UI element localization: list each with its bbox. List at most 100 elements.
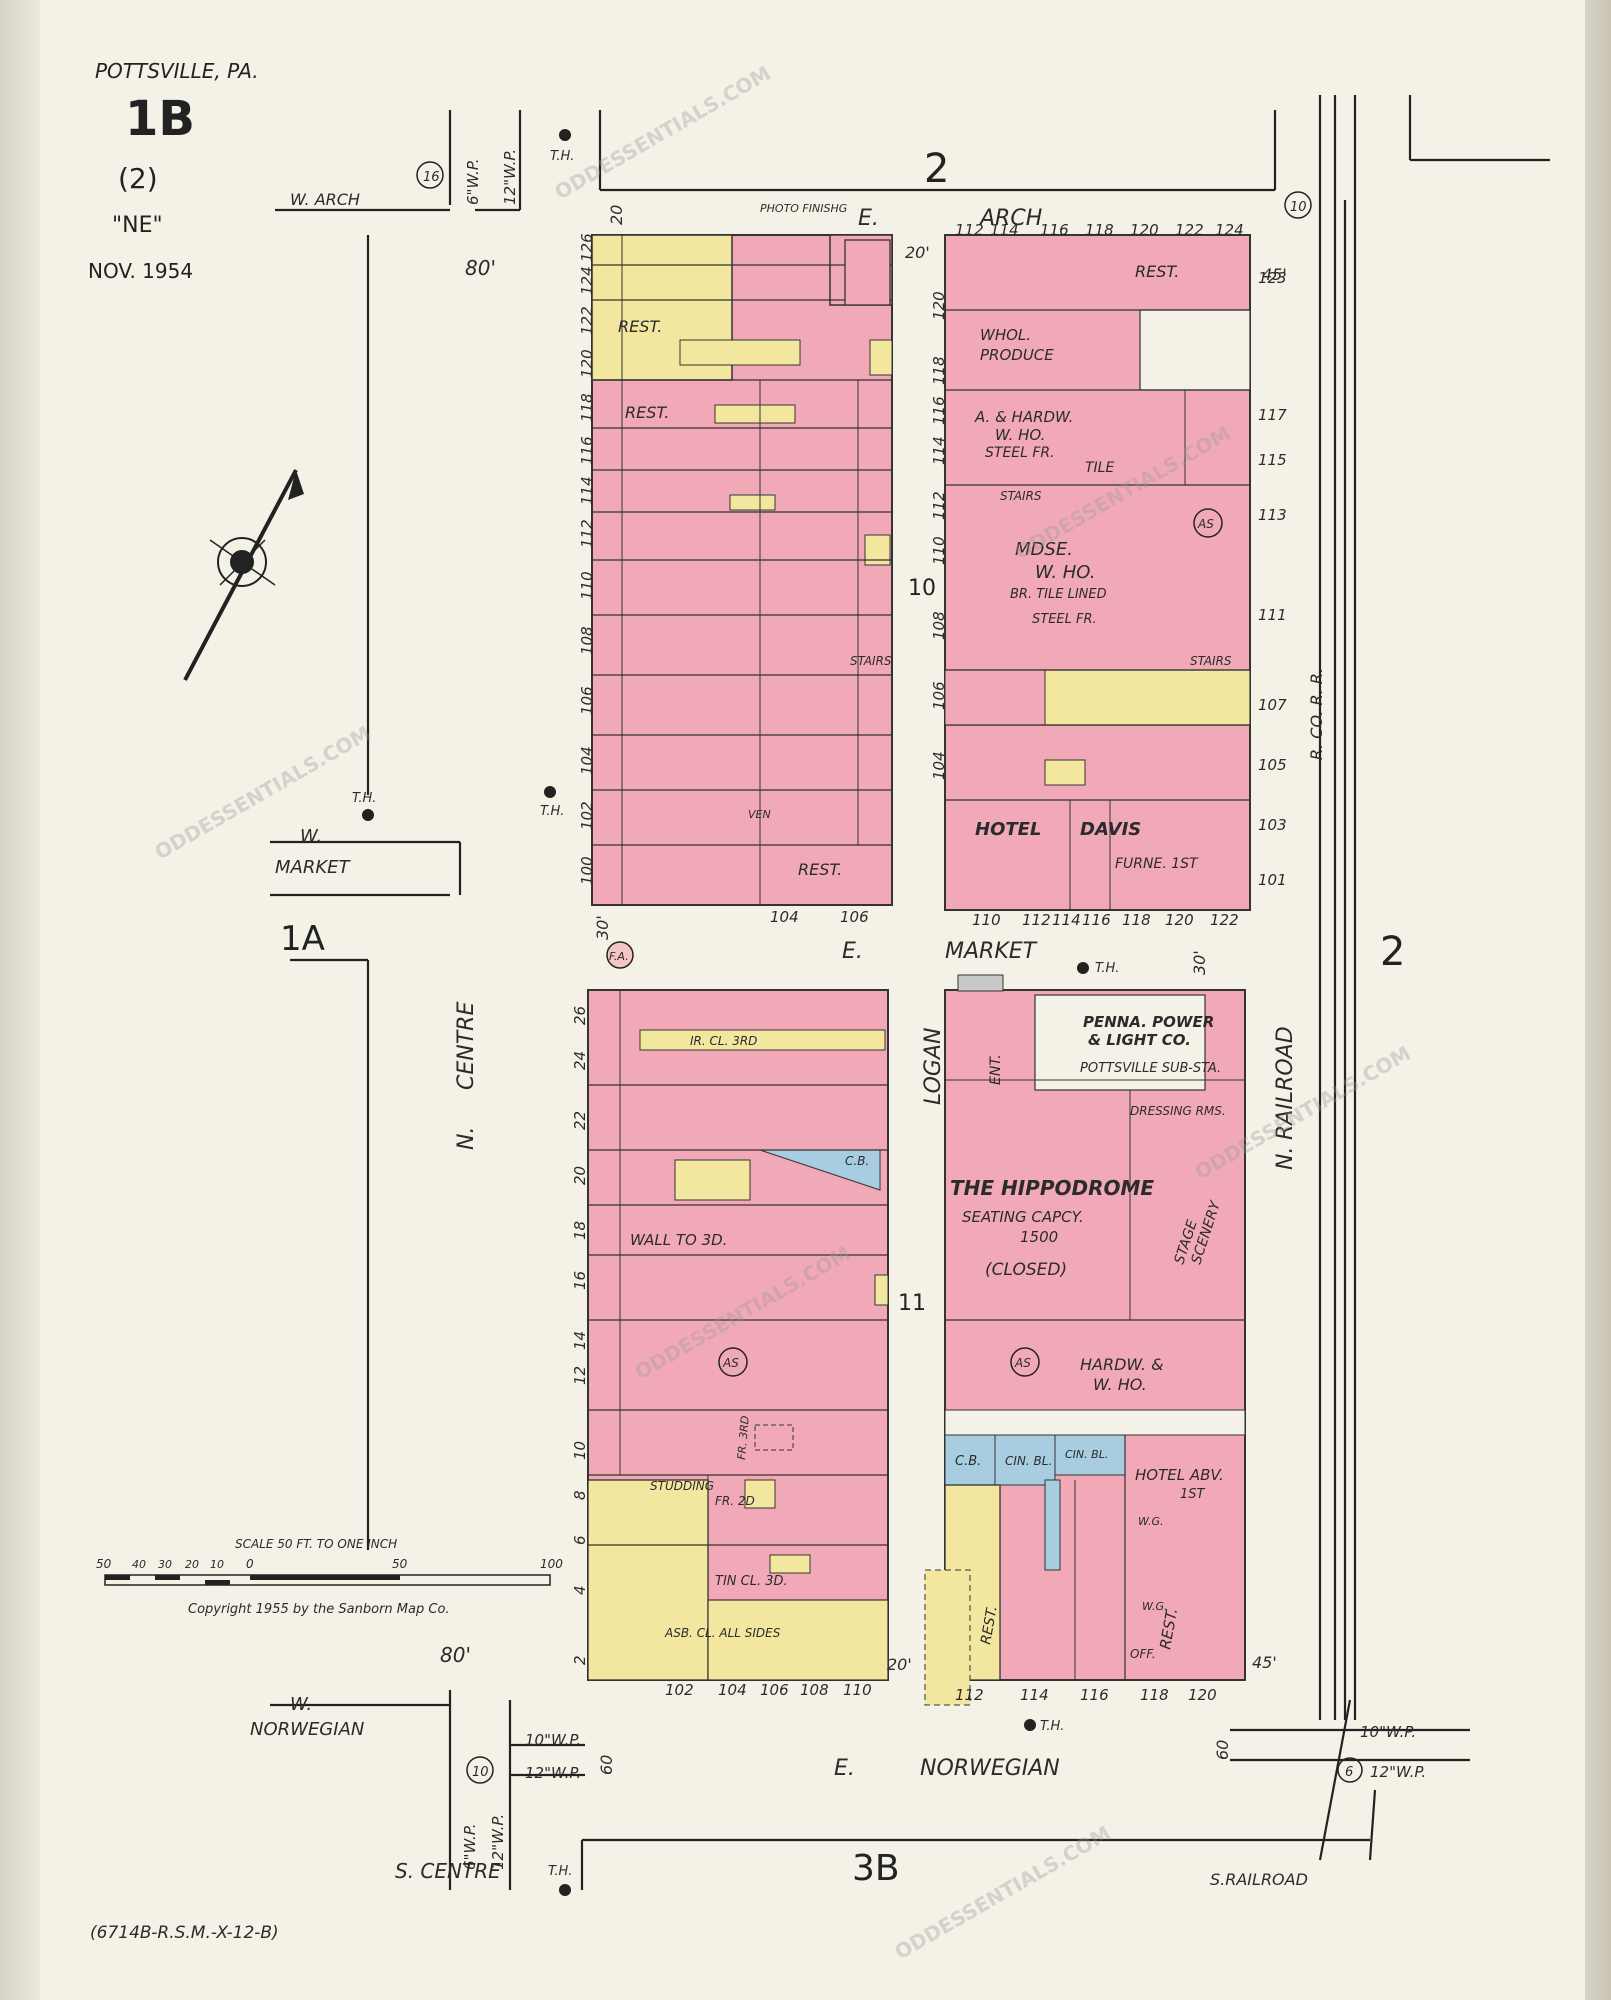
- street-lines: [270, 95, 1550, 1890]
- rr-addr-103: 103: [1258, 816, 1287, 834]
- centre-addr-22: 22: [571, 1111, 589, 1130]
- width-80-bottom: 80': [440, 1643, 471, 1667]
- centre-addr-124: 124: [578, 266, 596, 295]
- sheet-ref-bottom: 3B: [852, 1848, 900, 1889]
- hotel-davis-3: FURNE. 1ST: [1115, 856, 1199, 872]
- arch-addr-118: 118: [1085, 221, 1114, 239]
- watermark-1: ODDESSENTIALS.COM: [551, 61, 775, 204]
- th-5: T.H.: [1040, 1719, 1064, 1734]
- block-upper-west: [591, 234, 893, 906]
- cin-bl-1: CIN. BL.: [1005, 1454, 1052, 1468]
- width-30-market-right: 30': [1190, 950, 1209, 975]
- cb-1: C.B.: [955, 1454, 981, 1469]
- logan-addr-110: 110: [930, 536, 948, 565]
- copyright: Copyright 1955 by the Sanborn Map Co.: [188, 1602, 450, 1617]
- water-pipes: 6"W.P. 12"W.P. 16 10 10"W.P. 12"W.P. 10 …: [416, 149, 1426, 1870]
- wg-1: W.G.: [1138, 1515, 1164, 1528]
- norwegian-addr-104: 104: [718, 1681, 747, 1699]
- centre-addr-26: 26: [571, 1006, 589, 1025]
- mdse-who-4: STEEL FR.: [1032, 612, 1097, 627]
- hippodrome-title: THE HIPPODROME: [950, 1176, 1154, 1200]
- market-addr-110: 110: [972, 911, 1001, 929]
- centre-addr-108: 108: [578, 626, 596, 655]
- rest-1: REST.: [618, 317, 662, 336]
- street-logan: LOGAN: [921, 1028, 946, 1105]
- whol-produce-2: PRODUCE: [980, 346, 1054, 364]
- pipe-6wp-bottom: 6"W.P.: [461, 1823, 479, 1870]
- street-w-norwegian-prefix: W.: [290, 1694, 312, 1715]
- rest-4: REST.: [1135, 262, 1179, 281]
- hardw-who-4: TILE: [1085, 460, 1114, 476]
- adjacent-page-edge: [1585, 0, 1611, 2000]
- iron-clad: IR. CL. 3RD: [690, 1034, 757, 1048]
- centre-addr-4: 4: [571, 1585, 589, 1595]
- logan-addr-116: 116: [930, 396, 948, 425]
- centre-addr-16: 16: [571, 1271, 589, 1290]
- rr-addr-101: 101: [1258, 871, 1287, 889]
- mdse-who-1: MDSE.: [1015, 539, 1073, 560]
- th-6: T.H.: [548, 1864, 572, 1879]
- rr-addr-115: 115: [1258, 451, 1287, 469]
- street-names: W. ARCH E. ARCH W. MARKET E. MARKET W. N…: [250, 190, 1326, 1889]
- auto-sprinkler-2: AS: [722, 1356, 739, 1370]
- photo-finishing: PHOTO FINISHG: [760, 202, 847, 215]
- market-addr-120: 120: [1165, 911, 1194, 929]
- street-e-norwegian: NORWEGIAN: [920, 1756, 1060, 1781]
- hotel-davis-1: HOTEL: [975, 819, 1041, 840]
- stairs-3: STAIRS: [850, 654, 892, 668]
- market-addr-104: 104: [770, 908, 799, 926]
- mdse-who-2: W. HO.: [1035, 562, 1095, 583]
- hotel-abv-2: 1ST: [1180, 1487, 1206, 1502]
- railroad-company-label: R. CO. R. R.: [1307, 668, 1326, 760]
- hardw-who-lower-2: W. HO.: [1093, 1375, 1147, 1394]
- scale-tick-0: 0: [246, 1557, 254, 1571]
- entrance: ENT.: [988, 1054, 1004, 1085]
- th-1: T.H.: [550, 149, 574, 164]
- centre-addr-102: 102: [578, 801, 596, 830]
- footer-code: (6714B-R.S.M.-X-12-B): [90, 1923, 279, 1943]
- width-45-bottom: 45': [1252, 1653, 1277, 1672]
- street-n-centre-prefix: N.: [454, 1127, 479, 1150]
- centre-addr-110: 110: [578, 571, 596, 600]
- arch-addr-124: 124: [1215, 221, 1244, 239]
- penna-power-1: PENNA. POWER: [1083, 1013, 1214, 1031]
- rest-2: REST.: [625, 403, 669, 422]
- centre-addr-2: 2: [571, 1655, 589, 1665]
- centre-addr-114: 114: [578, 476, 596, 505]
- arch-addr-122: 122: [1175, 221, 1204, 239]
- centre-addr-126: 126: [578, 233, 596, 262]
- norwegian-addr-118: 118: [1140, 1686, 1169, 1704]
- pipe-12wp-bottom-left: 12"W.P.: [525, 1764, 581, 1782]
- block-lower-west: [587, 989, 889, 1681]
- block-lower-east: [924, 974, 1246, 1706]
- fr-3rd: FR. 3RD: [735, 1415, 752, 1460]
- centre-addr-112: 112: [578, 519, 596, 548]
- studding: STUDDING: [650, 1479, 714, 1493]
- sheet-ref-right: 2: [1380, 929, 1405, 975]
- pipe-6wp-top: 6"W.P.: [464, 158, 482, 205]
- street-n-railroad: RAILROAD: [1273, 1026, 1298, 1140]
- dressing-rooms: DRESSING RMS.: [1130, 1104, 1226, 1118]
- wg-2: W.G.: [1142, 1600, 1168, 1613]
- market-addr-118: 118: [1122, 911, 1151, 929]
- hardw-who-3: STEEL FR.: [985, 445, 1055, 461]
- logan-addr-114: 114: [930, 436, 948, 465]
- arch-addr-112: 112: [955, 221, 984, 239]
- street-e-market-prefix: E.: [842, 939, 863, 964]
- market-addr-112: 112: [1022, 911, 1051, 929]
- norwegian-addr-110: 110: [843, 1681, 872, 1699]
- hotel-davis-2: DAVIS: [1080, 819, 1141, 840]
- penna-power-3: POTTSVILLE SUB-STA.: [1080, 1061, 1221, 1076]
- norwegian-addr-112: 112: [955, 1686, 984, 1704]
- block-upper-east: [944, 234, 1251, 911]
- date-label: NOV. 1954: [88, 259, 193, 283]
- market-addr-114: 114: [1052, 911, 1081, 929]
- hydrant-10-bottom: 10: [472, 1765, 489, 1780]
- watermark-6: ODDESSENTIALS.COM: [891, 1821, 1115, 1964]
- width-45-top: 45': [1262, 265, 1287, 284]
- fire-alarm: F.A.: [609, 950, 629, 963]
- scale-tick-10: 10: [210, 1558, 224, 1571]
- norwegian-addr-102: 102: [665, 1681, 694, 1699]
